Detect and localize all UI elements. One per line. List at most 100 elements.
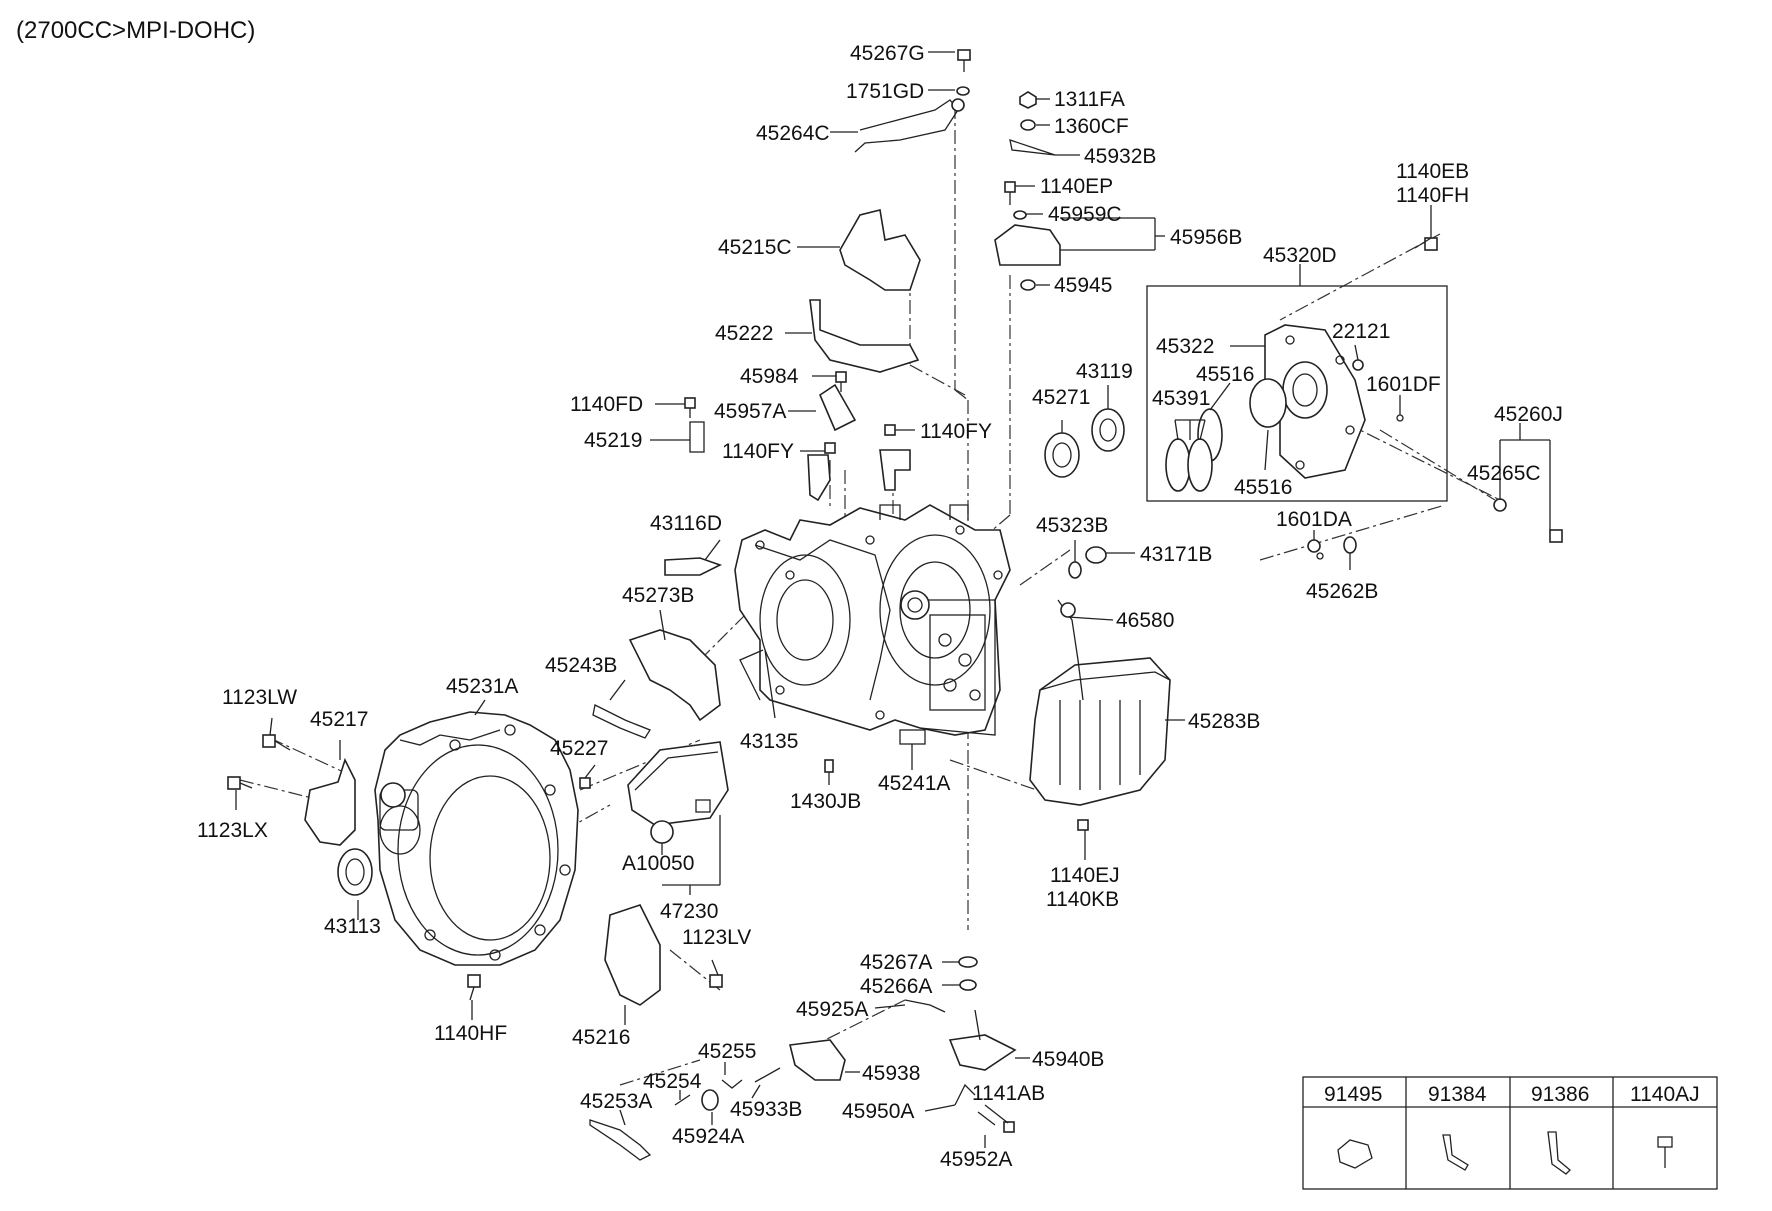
bushing-45924A <box>701 1089 719 1111</box>
sensor-1140FY-b <box>879 449 911 491</box>
pin-45254 <box>674 1094 691 1106</box>
seal-43119 <box>1091 408 1125 452</box>
oil-pan-45283B <box>1029 657 1171 806</box>
bolt-1140AJ-icon <box>1657 1136 1673 1148</box>
label-47230: 47230 <box>660 900 718 923</box>
sensor-45219 <box>689 421 705 453</box>
spring-45255 <box>721 1079 743 1089</box>
clip-91386-icon <box>1547 1131 1571 1175</box>
label-46580: 46580 <box>1116 609 1174 632</box>
label-1123LX: 1123LX <box>197 819 268 842</box>
label-1140HF: 1140HF <box>434 1022 507 1045</box>
sealant-43116D <box>664 557 723 576</box>
label-45516-a: 45516 <box>1196 363 1254 386</box>
label-45271: 45271 <box>1032 386 1090 409</box>
side-cover-group-45320D <box>1146 285 1448 502</box>
label-45516-b: 45516 <box>1234 476 1292 499</box>
label-45945: 45945 <box>1054 274 1112 297</box>
lever-45253A <box>589 1119 652 1161</box>
fasteners <box>227 49 1563 1133</box>
clip-91384-icon <box>1442 1134 1469 1171</box>
seal-43113 <box>337 848 373 896</box>
label-1140EB: 1140EB <box>1396 160 1469 183</box>
label-45273B: 45273B <box>622 584 694 607</box>
label-43119: 43119 <box>1076 360 1133 383</box>
label-1140EP: 1140EP <box>1040 175 1113 198</box>
label-1430JB: 1430JB <box>790 790 861 813</box>
part-labels: 45267G 1751GD 45264C 1311FA 1360CF 45932… <box>197 42 1563 1171</box>
oring-45266A <box>959 979 977 991</box>
label-45253A: 45253A <box>580 1090 652 1113</box>
pin-45933B <box>754 1067 781 1083</box>
label-45320D: 45320D <box>1263 244 1337 267</box>
label-45940B: 45940B <box>1032 1048 1104 1071</box>
lever-45932B <box>1009 139 1056 156</box>
label-45938: 45938 <box>862 1062 920 1085</box>
sensor-1140FY-a <box>807 454 831 502</box>
label-43135: 43135 <box>740 730 798 753</box>
bracket-45222 <box>809 299 920 373</box>
bracket-45215C <box>839 209 921 291</box>
label-1360CF: 1360CF <box>1054 115 1129 138</box>
label-45267G: 45267G <box>850 42 925 65</box>
bracket-45216 <box>604 904 661 1006</box>
label-45215C: 45215C <box>718 236 792 259</box>
diagram-title: (2700CC>MPI-DOHC) <box>16 17 255 44</box>
label-1140FY-a: 1140FY <box>722 440 794 463</box>
label-45219: 45219 <box>584 429 642 452</box>
label-45243B: 45243B <box>545 654 617 677</box>
label-45227: 45227 <box>550 737 608 760</box>
label-43171B: 43171B <box>1140 543 1212 566</box>
pin-45952A <box>977 1111 996 1126</box>
label-45264C: 45264C <box>756 122 830 145</box>
pipe-45264C <box>854 99 959 153</box>
cover-45273B <box>628 629 721 722</box>
legend-table: 91495 91384 91386 1140AJ <box>1302 1076 1718 1190</box>
label-1140FY-b: 1140FY <box>920 420 992 443</box>
label-45241A: 45241A <box>878 772 950 795</box>
lever-45940B <box>948 1034 1017 1071</box>
leader-lines <box>235 51 1551 1148</box>
sensor-45957A <box>819 383 857 432</box>
label-45932B: 45932B <box>1084 145 1156 168</box>
label-45933B: 45933B <box>730 1098 802 1121</box>
label-45984: 45984 <box>740 365 799 388</box>
rod-45925A <box>904 999 946 1013</box>
clip-45950A <box>954 1083 976 1106</box>
label-22121: 22121 <box>1332 320 1390 343</box>
label-1311FA: 1311FA <box>1054 88 1125 111</box>
label-45959C: 45959C <box>1048 203 1122 226</box>
label-45266A: 45266A <box>860 975 932 998</box>
label-45924A: 45924A <box>672 1125 744 1148</box>
bracket-45217 <box>304 757 356 846</box>
clip-45243B <box>592 704 651 739</box>
label-45217: 45217 <box>310 708 368 731</box>
label-45216: 45216 <box>572 1026 630 1049</box>
label-1140KB: 1140KB <box>1046 888 1119 911</box>
label-1140FD: 1140FD <box>570 393 643 416</box>
label-1141AB: 1141AB <box>972 1082 1045 1105</box>
bracket-45938 <box>789 1039 846 1081</box>
label-45267A: 45267A <box>860 951 932 974</box>
label-45952A: 45952A <box>940 1148 1012 1171</box>
label-1123LV: 1123LV <box>682 926 751 949</box>
label-45265C: 45265C <box>1467 462 1541 485</box>
legend-header-91384: 91384 <box>1428 1083 1487 1106</box>
oring-45267A <box>958 956 978 968</box>
label-1123LW: 1123LW <box>222 686 297 709</box>
label-1140FH: 1140FH <box>1396 184 1469 207</box>
seal-45271 <box>1044 432 1080 478</box>
label-45957A: 45957A <box>714 400 786 423</box>
label-43113: 43113 <box>324 915 381 938</box>
legend-header-1140AJ: 1140AJ <box>1630 1083 1700 1106</box>
label-1751GD: 1751GD <box>846 80 924 103</box>
label-43116D: 43116D <box>650 512 722 535</box>
label-45391: 45391 <box>1152 387 1210 410</box>
label-45283B: 45283B <box>1188 710 1260 733</box>
clip-91495-icon <box>1337 1139 1373 1169</box>
switch-45956B <box>994 224 1061 266</box>
label-1601DF: 1601DF <box>1366 373 1441 396</box>
legend-header-91495: 91495 <box>1324 1083 1382 1106</box>
bell-housing-45231A <box>374 711 579 966</box>
